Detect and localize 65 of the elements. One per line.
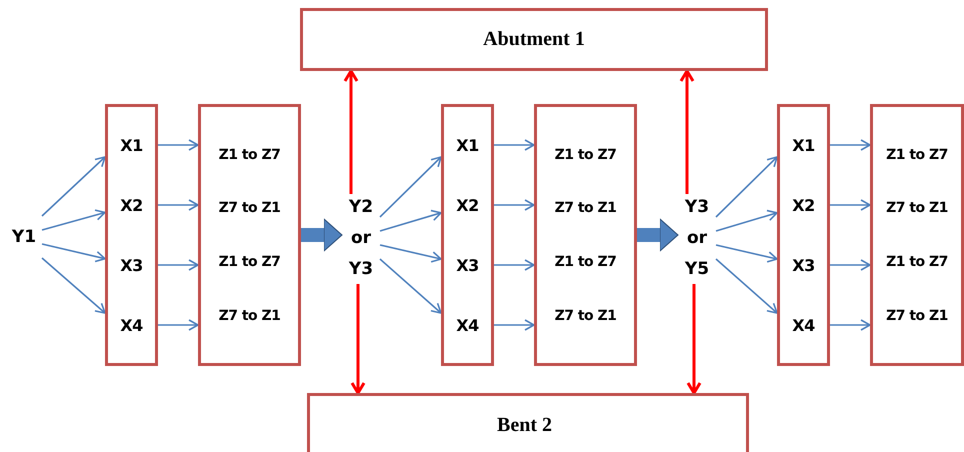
arrow (158, 139, 199, 151)
arrow (830, 199, 871, 211)
node-label: Z1 to Z7 (870, 140, 964, 170)
arrow (716, 244, 778, 263)
arrow (494, 199, 535, 211)
arrow (716, 210, 778, 232)
node-label: X1 (105, 130, 158, 160)
node-label: Z1 to Z7 (534, 140, 637, 170)
node-label: Z7 to Z1 (534, 193, 637, 223)
arrow (42, 243, 106, 262)
arrow (380, 244, 442, 263)
node-label: X2 (777, 190, 830, 220)
arrow (158, 199, 199, 211)
node-label: X1 (777, 130, 830, 160)
node-label: X4 (105, 310, 158, 340)
arrow (494, 319, 535, 331)
arrow (41, 156, 106, 217)
node-label: Z1 to Z7 (198, 247, 301, 277)
arrow (380, 210, 442, 232)
arrow (158, 259, 199, 271)
node-label: X1 (441, 130, 494, 160)
rectangle-box (534, 104, 637, 366)
arrow (42, 209, 106, 231)
node-label: Z7 to Z1 (870, 193, 964, 223)
arrow (715, 156, 778, 218)
node-label: Y2 or Y3 (342, 190, 380, 286)
node-label: X2 (441, 190, 494, 220)
rectangle-box (198, 104, 301, 366)
node-label: Z7 to Z1 (870, 301, 964, 331)
arrow (830, 259, 871, 271)
arrow (350, 284, 366, 394)
arrow (494, 139, 535, 151)
arrow (830, 319, 871, 331)
node-label: Z1 to Z7 (534, 247, 637, 277)
component-box: Abutment 1 (300, 8, 768, 71)
node-label: X4 (777, 310, 830, 340)
rectangle-box (441, 104, 494, 366)
node-label: X4 (441, 310, 494, 340)
block-arrow (301, 218, 342, 252)
arrow (830, 139, 871, 151)
node-label: Z7 to Z1 (198, 301, 301, 331)
node-label: Y1 (6, 222, 42, 252)
arrow (344, 70, 358, 194)
arrow (680, 70, 694, 194)
node-label: X2 (105, 190, 158, 220)
arrow (379, 258, 442, 314)
arrow (41, 257, 106, 314)
node-label: X3 (105, 250, 158, 280)
node-label: Z1 to Z7 (870, 247, 964, 277)
node-label: X3 (441, 250, 494, 280)
arrow (379, 156, 442, 218)
node-label: Z1 to Z7 (198, 140, 301, 170)
node-label: Z7 to Z1 (198, 193, 301, 223)
arrow (158, 319, 199, 331)
node-label: Y3 or Y5 (678, 190, 716, 286)
arrow (686, 284, 702, 394)
arrow (494, 259, 535, 271)
rectangle-box (777, 104, 830, 366)
node-label: X3 (777, 250, 830, 280)
arrow (715, 258, 778, 314)
component-box: Bent 2 (307, 393, 749, 452)
block-arrow (637, 218, 678, 252)
rectangle-box (870, 104, 964, 366)
node-label: Z7 to Z1 (534, 301, 637, 331)
rectangle-box (105, 104, 158, 366)
